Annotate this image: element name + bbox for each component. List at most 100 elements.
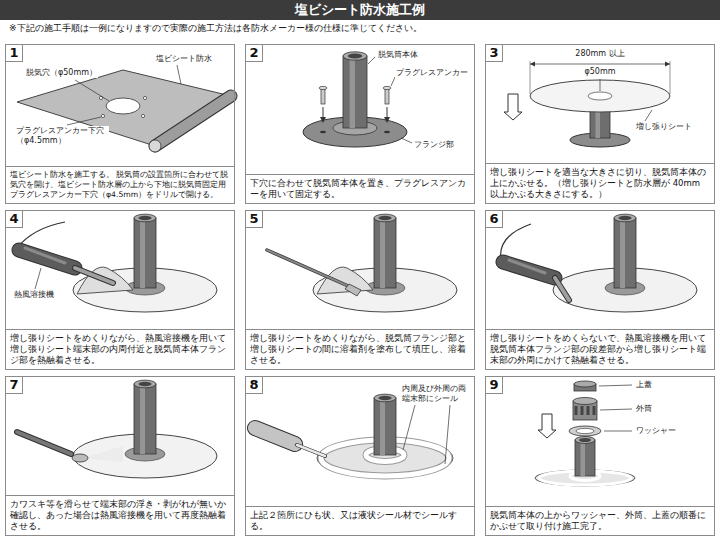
step-number: 2 bbox=[245, 44, 263, 62]
anchor-head bbox=[319, 86, 327, 89]
part-label: φ50mm bbox=[583, 67, 616, 77]
vent-hole bbox=[106, 98, 140, 114]
part-label: フランジ部 bbox=[413, 140, 455, 150]
panel-illustration bbox=[504, 61, 670, 147]
note-text: ※下記の施工手順は一例になりますので実際の施工方法は各防水メーカー様の仕様に準じ… bbox=[8, 23, 423, 34]
anchor-screw bbox=[321, 88, 325, 104]
lifted-sheet-flap bbox=[317, 267, 373, 294]
tube-top bbox=[614, 214, 636, 222]
part-label: 熱風溶接機 bbox=[13, 290, 55, 300]
tube-opening bbox=[618, 216, 631, 220]
step-panel: 7 カワスキ等を滑らせて端末部の浮き・剥がれが無いか確認し、あった場合は熱風溶接機… bbox=[5, 376, 235, 536]
leader-line bbox=[368, 57, 375, 64]
leader-line bbox=[67, 117, 101, 125]
anchor-hole bbox=[143, 96, 146, 99]
sheet-hole bbox=[588, 92, 612, 100]
tube-opening bbox=[378, 396, 391, 400]
tube-highlight bbox=[380, 218, 385, 288]
anchor-hole bbox=[384, 131, 390, 133]
anchor-hole bbox=[101, 114, 104, 117]
arrow-head bbox=[384, 117, 390, 123]
part-label: 脱気穴（φ50mm） bbox=[25, 68, 98, 78]
step-number: 4 bbox=[5, 210, 23, 228]
sheet-roll-outline bbox=[155, 96, 231, 146]
roller bbox=[72, 454, 88, 462]
tube-opening bbox=[138, 216, 151, 220]
vent-slot bbox=[581, 406, 584, 415]
tube-highlight bbox=[581, 440, 586, 476]
leader-line bbox=[599, 385, 632, 386]
arrow-head bbox=[320, 117, 326, 123]
roll-end bbox=[149, 140, 161, 152]
part-label: 増し張りシート bbox=[635, 122, 693, 132]
part-label: ワッシャー bbox=[635, 426, 677, 436]
tube-body bbox=[134, 384, 156, 454]
step-number: 1 bbox=[5, 44, 23, 62]
sealant-nozzle bbox=[297, 445, 325, 456]
extension-line bbox=[670, 61, 671, 94]
extension-line bbox=[530, 61, 531, 94]
leader-line bbox=[75, 80, 109, 101]
top-cap-top bbox=[574, 381, 596, 387]
roller-handle bbox=[17, 432, 71, 454]
leader-line bbox=[177, 65, 181, 84]
part-label: 塩ビシート防水 bbox=[155, 54, 213, 64]
tube-top bbox=[374, 214, 396, 222]
applicator-outline bbox=[267, 250, 355, 289]
step-panel: 6増し張りシートをめくらないで、熱風溶接機を用いて脱気筒本体フランジ部の段差部か… bbox=[485, 210, 715, 370]
anchor-head bbox=[383, 86, 391, 89]
step-panel: 5増し張りシートをめくりながら、脱気筒フランジ部と増し張りシートの間に溶着剤を塗… bbox=[245, 210, 475, 370]
part-label: プラグレスアンカー bbox=[395, 68, 469, 78]
page-title: 塩ビシート防水施工例 bbox=[0, 0, 720, 20]
tube-body bbox=[374, 398, 396, 455]
panel-illustration bbox=[255, 394, 453, 478]
tube-top bbox=[374, 394, 396, 402]
title-band: 塩ビシート防水施工例 bbox=[0, 0, 720, 20]
vent-slot bbox=[593, 406, 596, 415]
step-caption: 下穴に合わせて脱気筒本体を置き、プラグレスアンカーを用いて固定する。 bbox=[246, 174, 474, 203]
heat-gun-nozzle-outline bbox=[555, 278, 569, 300]
step-caption: 増し張りシートをめくりながら、脱気筒フランジ部と増し張りシートの間に溶着剤を塗布… bbox=[246, 329, 474, 369]
step-caption: 塩ビシート防水を施工する。 脱気筒の設置箇所に合わせて脱気穴を開け、塩ビシート防… bbox=[6, 166, 234, 203]
step-caption: カワスキ等を滑らせて端末部の浮き・剥がれが無いか確認し、あった場合は熱風溶接機を… bbox=[6, 495, 234, 535]
tube-opening bbox=[579, 438, 591, 442]
reinforcing-sheet bbox=[530, 80, 670, 112]
heat-gun-nozzle bbox=[75, 268, 113, 283]
roller-handle-outline bbox=[17, 432, 71, 454]
panel-illustration bbox=[535, 381, 635, 486]
leader-line bbox=[445, 405, 450, 464]
applicator-tip bbox=[345, 284, 361, 296]
tube-body bbox=[575, 440, 595, 476]
heat-gun-body bbox=[503, 262, 555, 278]
leader-line bbox=[391, 77, 395, 86]
arrow-shaft bbox=[387, 107, 388, 118]
panel-illustration bbox=[501, 214, 697, 312]
heat-gun-highlight bbox=[25, 248, 65, 263]
tube-opening bbox=[138, 382, 151, 386]
part-label: 内周及び外周の両端末部にシール bbox=[401, 384, 471, 403]
step-number: 8 bbox=[245, 376, 263, 394]
step-caption: 増し張りシートを適当な大きさに切り、脱気筒本体の上にかぶせる。（増し張りシートと… bbox=[486, 163, 714, 203]
tube-top bbox=[134, 380, 156, 388]
dimension-arrowhead bbox=[530, 62, 535, 67]
cable bbox=[501, 224, 531, 260]
anchor-hole bbox=[320, 131, 326, 133]
part-label: 脱気筒本体 bbox=[377, 50, 419, 60]
leader-line bbox=[645, 110, 652, 121]
step-number: 7 bbox=[5, 376, 23, 394]
dimension-arrowhead bbox=[665, 62, 670, 67]
anchor-screw bbox=[385, 88, 389, 104]
panel-illustration bbox=[17, 380, 217, 478]
vent-slot bbox=[587, 406, 590, 415]
leader-line bbox=[600, 79, 601, 91]
part-label: プラグレスアンカー下穴（φ4.5mm） bbox=[15, 126, 109, 145]
tube-top bbox=[575, 437, 595, 444]
tube-highlight bbox=[140, 384, 145, 454]
tube-top bbox=[343, 52, 367, 60]
washer-hole bbox=[576, 428, 594, 433]
leader-line bbox=[403, 405, 415, 450]
step-caption: 上記２箇所にひも状、又は液状シール材でシールする。 bbox=[246, 506, 474, 535]
